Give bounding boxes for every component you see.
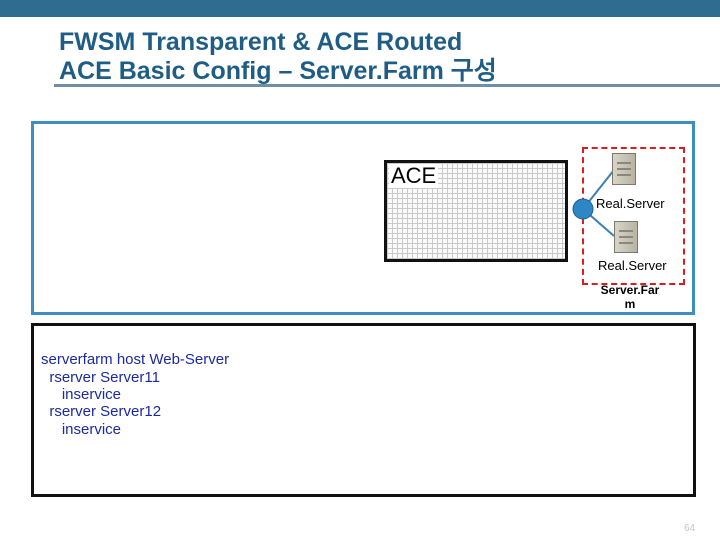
- slide-title: FWSM Transparent & ACE Routed ACE Basic …: [59, 28, 699, 86]
- config-box: [31, 323, 696, 497]
- server-farm-label-line1: Server.Far: [600, 283, 660, 297]
- page-number: 64: [684, 523, 696, 534]
- server-1-icon: [612, 153, 636, 185]
- title-line-1: FWSM Transparent & ACE Routed: [59, 28, 463, 56]
- config-line: rserver Server11: [41, 369, 160, 386]
- real-server-2-label: Real.Server: [598, 258, 667, 273]
- config-line: inservice: [41, 421, 122, 438]
- config-line: rserver Server12: [41, 403, 162, 420]
- server-farm-label-line2: m: [624, 297, 636, 311]
- ace-interface-node: [572, 198, 594, 220]
- top-bar: [0, 0, 720, 17]
- server-farm-label: Server.Far m: [597, 283, 663, 311]
- config-line: serverfarm host Web-Server: [41, 351, 230, 368]
- ace-device-box: ACE: [384, 160, 568, 262]
- real-server-1-label: Real.Server: [596, 196, 665, 211]
- ace-label: ACE: [389, 163, 439, 188]
- config-line: inservice: [41, 386, 122, 403]
- title-divider: [54, 84, 720, 87]
- title-line-2: ACE Basic Config – Server.Farm 구성: [59, 57, 497, 85]
- server-2-icon: [614, 221, 638, 253]
